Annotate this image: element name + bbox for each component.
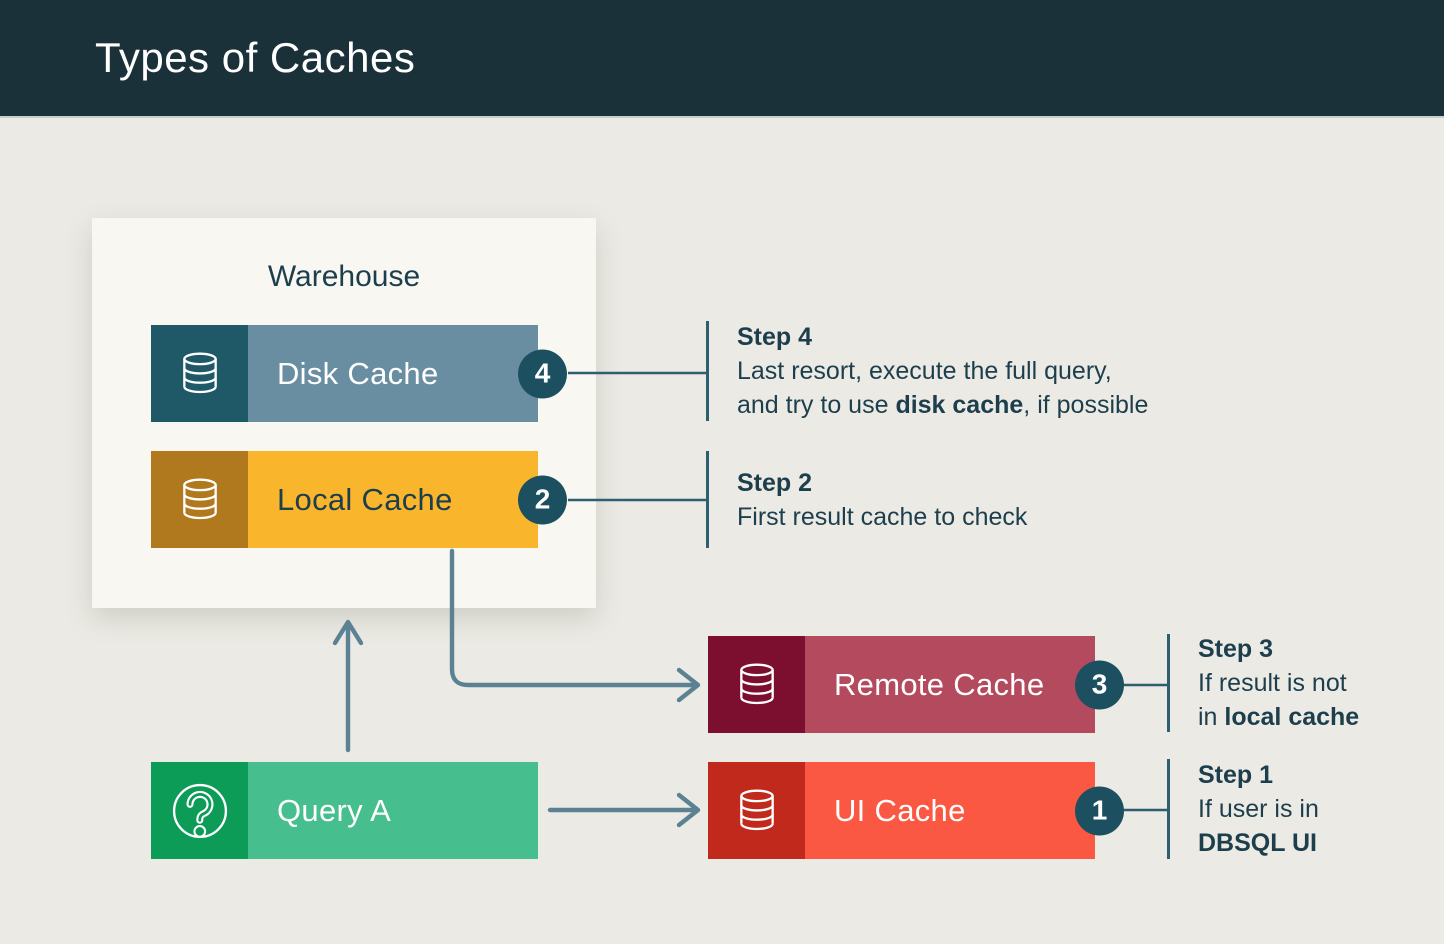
ui-cache-label: UI Cache [834,792,966,828]
disk-cache-label: Disk Cache [277,355,439,391]
database-icon [708,636,805,733]
arrow-query-to-ui-head [676,792,701,828]
step-3-title: Step 3 [1198,635,1274,663]
local-cache-label: Local Cache [277,481,453,517]
step-2-title: Step 2 [737,468,813,497]
remote-cache-node: Remote Cache 3 [708,636,1124,733]
warehouse-title: Warehouse [267,260,421,293]
step-2-note: Step 2 First result cache to check [706,451,1027,548]
header-bar: Types of Caches [0,0,1444,118]
step-3-line-2: in local cache [1198,703,1360,731]
step-1-title: Step 1 [1198,761,1274,789]
step-4-note: Step 4 Last resort, execute the full que… [706,321,1148,421]
database-icon [708,762,805,859]
step-badge-1: 1 [1075,786,1124,835]
arrow-query-to-warehouse-head [332,619,364,646]
ui-cache-node: UI Cache 1 [708,762,1124,859]
disk-cache-node: Disk Cache 4 [151,325,567,422]
local-cache-node: Local Cache 2 [151,451,567,548]
step-4-line-1: Last resort, execute the full query, [737,357,1112,385]
step-1-note: Step 1 If user is in DBSQL UI [1167,759,1319,859]
step-3-line-1: If result is not [1198,669,1347,697]
step-badge-3: 3 [1075,660,1124,709]
database-icon [151,451,248,548]
step-badge-4: 4 [518,349,567,398]
query-a-node: Query A [151,762,538,859]
step-1-line-2: DBSQL UI [1198,829,1317,857]
step-4-title: Step 4 [737,323,813,351]
query-a-label: Query A [277,792,392,828]
database-icon [151,325,248,422]
question-icon [151,762,248,859]
arrow-local-to-remote-head [676,667,701,703]
step-badge-2: 2 [518,475,567,524]
step-1-line-1: If user is in [1198,795,1319,823]
page-title: Types of Caches [95,34,416,81]
step-2-line-1: First result cache to check [737,502,1028,531]
step-3-note: Step 3 If result is not in local cache [1167,634,1359,732]
step-4-line-2: and try to use disk cache, if possible [737,391,1149,419]
remote-cache-label: Remote Cache [834,666,1045,702]
